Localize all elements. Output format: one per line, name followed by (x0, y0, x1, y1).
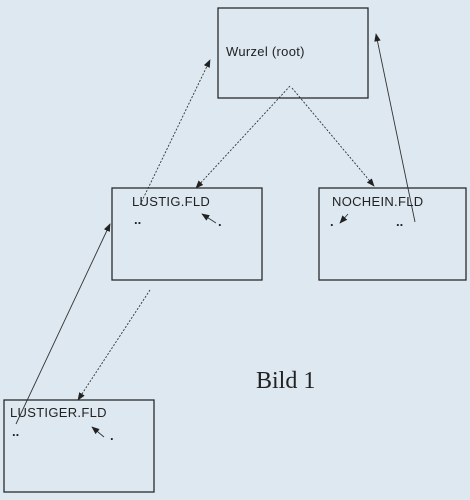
edge-nochein-to-root (374, 33, 416, 223)
edges (15, 33, 416, 438)
edge-root-to-lustig (195, 85, 291, 189)
node-lustiger-label: LUSTIGER.FLD (10, 405, 107, 420)
node-lustiger-box (3, 399, 155, 493)
node-lustig-self-entry: . (218, 214, 222, 229)
edge-nochein-self (339, 213, 349, 224)
node-root-label: Wurzel (root) (226, 44, 305, 59)
node-lustig-label: LUSTIG.FLD (132, 194, 210, 209)
node-lustiger-self-entry: . (110, 428, 114, 443)
node-lustig-parent-entry: .. (134, 212, 141, 227)
figure-caption: Bild 1 (256, 368, 315, 394)
edge-lustiger-to-lustig (15, 223, 111, 425)
node-lustig: LUSTIG.FLD .. . (111, 187, 263, 281)
edge-root-to-nochein (291, 87, 375, 187)
node-lustig-box (111, 187, 263, 281)
edge-lustig-to-lustiger (77, 289, 151, 401)
node-nochein-parent-entry: .. (396, 214, 403, 229)
node-nochein: NOCHEIN.FLD . .. (318, 187, 467, 281)
node-nochein-box (318, 187, 467, 281)
node-lustiger: LUSTIGER.FLD .. . (3, 399, 155, 493)
node-nochein-label: NOCHEIN.FLD (332, 194, 423, 209)
node-nochein-self-entry: . (330, 214, 334, 229)
node-lustiger-parent-entry: .. (12, 424, 19, 439)
edge-lustig-to-root (139, 59, 211, 206)
node-root: Wurzel (root) (217, 7, 369, 99)
edge-lustig-self (201, 213, 217, 224)
edge-lustiger-self (91, 426, 105, 438)
node-root-box (217, 7, 369, 99)
